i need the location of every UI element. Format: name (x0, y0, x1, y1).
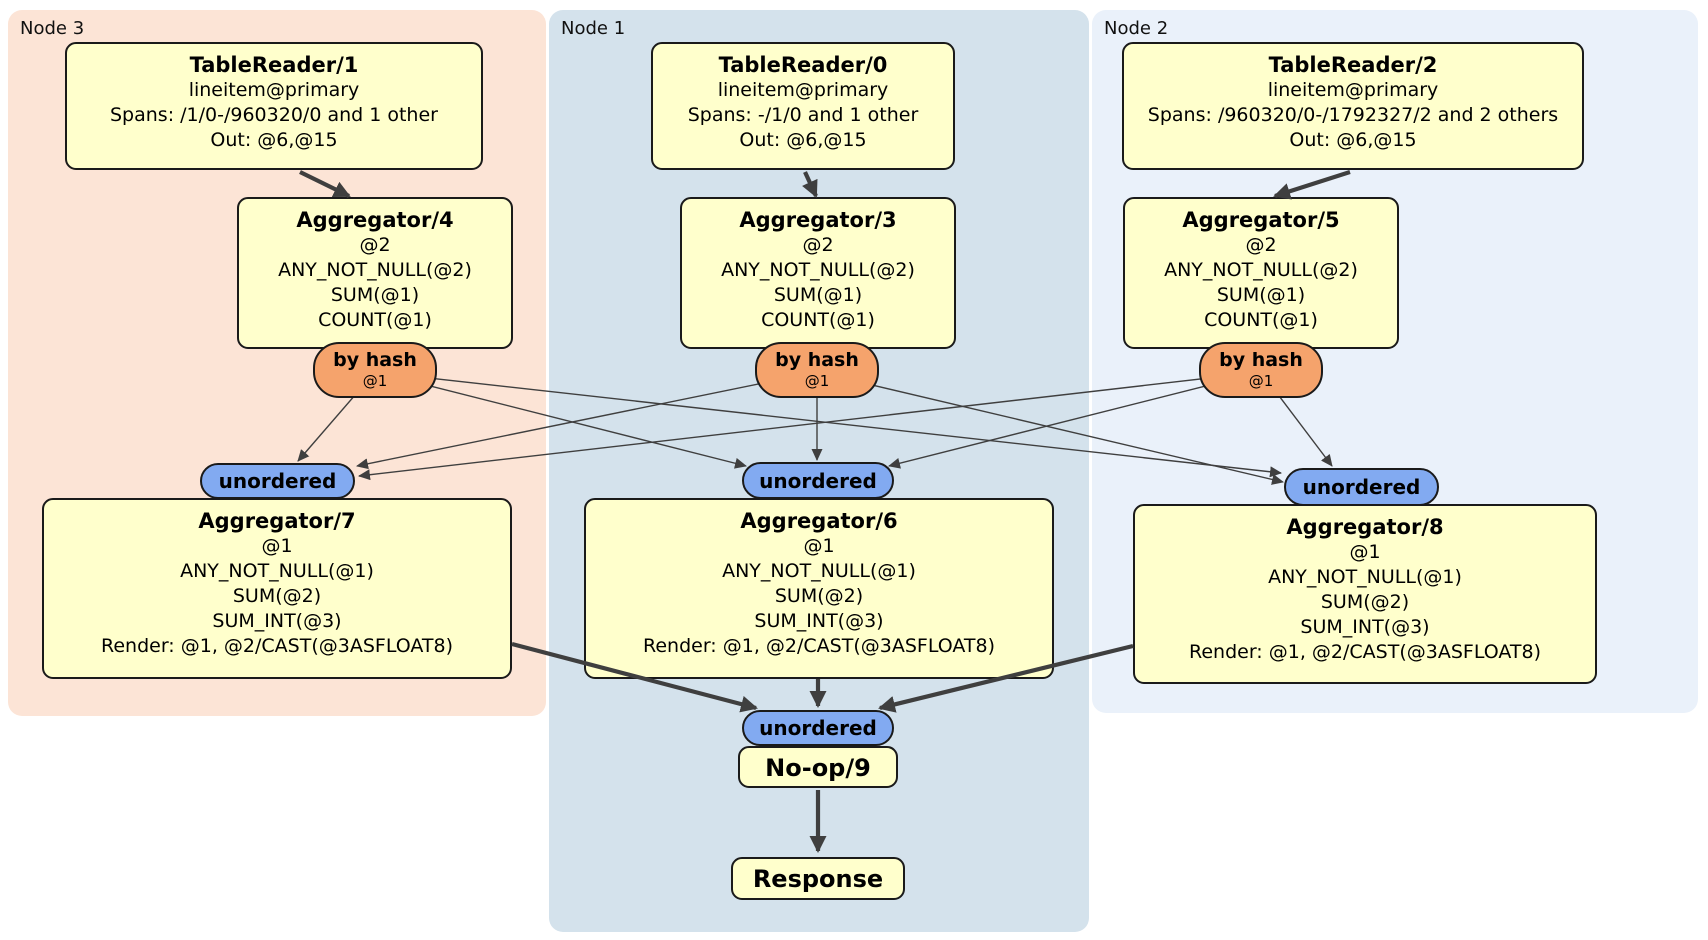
processor-title: Aggregator/5 (1182, 208, 1340, 232)
edge-hash5-to-unordered-left (358, 371, 1262, 481)
processor-detail: ANY_NOT_NULL(@1) (722, 560, 916, 582)
processor-aggregator-7: Aggregator/7 @1 ANY_NOT_NULL(@1) SUM(@2)… (42, 498, 512, 679)
processor-detail: SUM_INT(@3) (212, 610, 342, 632)
router-by-hash-3: by hash @1 (755, 342, 879, 398)
processor-detail: SUM(@2) (232, 585, 322, 607)
processor-aggregator-8: Aggregator/8 @1 ANY_NOT_NULL(@1) SUM(@2)… (1133, 504, 1597, 684)
processor-detail: lineitem@primary (188, 79, 360, 101)
processor-detail: @1 (261, 535, 293, 557)
stream-unordered-left: unordered (200, 463, 355, 499)
router-by-hash-detail: @1 (362, 372, 388, 390)
processor-title: Response (752, 865, 884, 893)
processor-detail: COUNT(@1) (318, 309, 432, 331)
edge-hash3-to-unordered-left (356, 371, 818, 470)
processor-detail: Out: @6,@15 (210, 129, 338, 151)
processor-detail: Render: @1, @2/CAST(@3ASFLOAT8) (101, 635, 453, 657)
processor-detail: ANY_NOT_NULL(@1) (1268, 566, 1462, 588)
router-by-hash-detail: @1 (1248, 372, 1274, 390)
processor-detail: @1 (1349, 541, 1381, 563)
processor-detail: @2 (802, 234, 834, 256)
processor-title: TableReader/1 (189, 53, 359, 77)
processor-detail: @2 (359, 234, 391, 256)
processor-tablereader-1: TableReader/1 lineitem@primary Spans: /1… (65, 42, 483, 170)
processor-detail: Spans: -/1/0 and 1 other (687, 104, 919, 126)
region-node-2-label: Node 2 (1104, 18, 1169, 39)
processor-detail: Spans: /960320/0-/1792327/2 and 2 others (1147, 104, 1559, 126)
processor-detail: Out: @6,@15 (739, 129, 867, 151)
processor-detail: COUNT(@1) (761, 309, 875, 331)
processor-detail: Render: @1, @2/CAST(@3ASFLOAT8) (1189, 641, 1541, 663)
processor-tablereader-2: TableReader/2 lineitem@primary Spans: /9… (1122, 42, 1584, 170)
processor-tablereader-0: TableReader/0 lineitem@primary Spans: -/… (651, 42, 955, 170)
processor-title: TableReader/0 (718, 53, 888, 77)
processor-detail: ANY_NOT_NULL(@2) (1164, 259, 1358, 281)
processor-title: TableReader/2 (1268, 53, 1438, 77)
processor-detail: Out: @6,@15 (1289, 129, 1417, 151)
stream-unordered-bottom: unordered (742, 710, 894, 746)
processor-detail: SUM(@1) (773, 284, 863, 306)
processor-response: Response (731, 857, 905, 900)
router-by-hash-4: by hash @1 (313, 342, 437, 398)
processor-aggregator-4: Aggregator/4 @2 ANY_NOT_NULL(@2) SUM(@1)… (237, 197, 513, 349)
router-by-hash-detail: @1 (804, 372, 830, 390)
processor-detail: COUNT(@1) (1204, 309, 1318, 331)
processor-detail: SUM(@1) (330, 284, 420, 306)
edge-hash5-to-unordered-mid (888, 371, 1262, 469)
processor-detail: SUM_INT(@3) (754, 610, 884, 632)
region-node-1-label: Node 1 (561, 18, 626, 39)
router-by-hash-label: by hash (1219, 349, 1303, 371)
processor-detail: SUM(@1) (1216, 284, 1306, 306)
router-by-hash-label: by hash (775, 349, 859, 371)
processor-detail: @2 (1245, 234, 1277, 256)
processor-aggregator-3: Aggregator/3 @2 ANY_NOT_NULL(@2) SUM(@1)… (680, 197, 956, 349)
processor-detail: @1 (803, 535, 835, 557)
processor-detail: ANY_NOT_NULL(@2) (278, 259, 472, 281)
processor-aggregator-6: Aggregator/6 @1 ANY_NOT_NULL(@1) SUM(@2)… (584, 498, 1054, 679)
processor-detail: lineitem@primary (717, 79, 889, 101)
processor-title: No-op/9 (765, 754, 871, 782)
processor-title: Aggregator/3 (739, 208, 897, 232)
processor-detail: SUM(@2) (774, 585, 864, 607)
region-node-3-label: Node 3 (20, 18, 85, 39)
router-by-hash-label: by hash (333, 349, 417, 371)
processor-detail: lineitem@primary (1267, 79, 1439, 101)
stream-unordered-mid: unordered (742, 462, 894, 499)
processor-title: Aggregator/4 (296, 208, 454, 232)
processor-detail: ANY_NOT_NULL(@2) (721, 259, 915, 281)
processor-noop-9: No-op/9 (738, 746, 898, 788)
edge-hash4-to-unordered-mid (374, 371, 747, 469)
processor-detail: SUM(@2) (1320, 591, 1410, 613)
processor-detail: Spans: /1/0-/960320/0 and 1 other (110, 104, 438, 126)
processor-detail: ANY_NOT_NULL(@1) (180, 560, 374, 582)
processor-title: Aggregator/7 (198, 509, 356, 533)
processor-title: Aggregator/8 (1286, 515, 1444, 539)
processor-detail: Render: @1, @2/CAST(@3ASFLOAT8) (643, 635, 995, 657)
processor-aggregator-5: Aggregator/5 @2 ANY_NOT_NULL(@2) SUM(@1)… (1123, 197, 1399, 349)
stream-unordered-right: unordered (1284, 468, 1439, 506)
processor-title: Aggregator/6 (740, 509, 898, 533)
processor-detail: SUM_INT(@3) (1300, 616, 1430, 638)
router-by-hash-5: by hash @1 (1199, 342, 1323, 398)
edge-hash3-to-unordered-right (816, 371, 1284, 485)
